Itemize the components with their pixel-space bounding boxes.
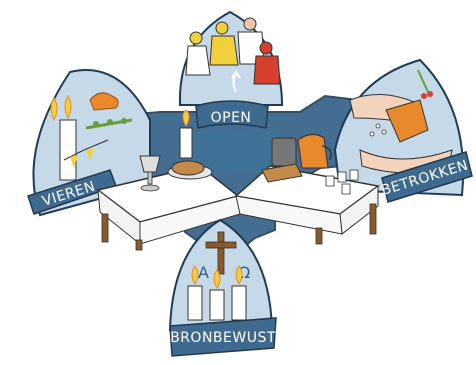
cross-icon [205,231,237,275]
label-open: OPEN [211,110,252,126]
bread-icon [167,160,213,180]
banner-open: OPEN [195,100,269,129]
candle-icon [50,95,77,181]
panel-top-open: OPEN [178,10,284,129]
banner-bronbewust: BRONBEWUST [169,317,277,357]
table-right [234,134,380,245]
panel-right-betrokken: BETROKKEN [333,58,473,203]
coffee-pot-icon [271,134,332,169]
panel-left-vieren: VIEREN [27,69,151,217]
alpha-symbol: A [198,263,209,282]
chalice-icon [139,155,161,192]
label-bronbewust: BRONBEWUST [170,330,276,346]
hands-icon [349,69,453,174]
banner-vieren: VIEREN [27,169,117,215]
people-icon [185,17,281,93]
panel-bottom-bronbewust: A Ω BRONBEWUST [168,218,277,357]
table-left [96,109,241,251]
bird-icon [85,92,133,130]
candle-icon [187,265,247,321]
